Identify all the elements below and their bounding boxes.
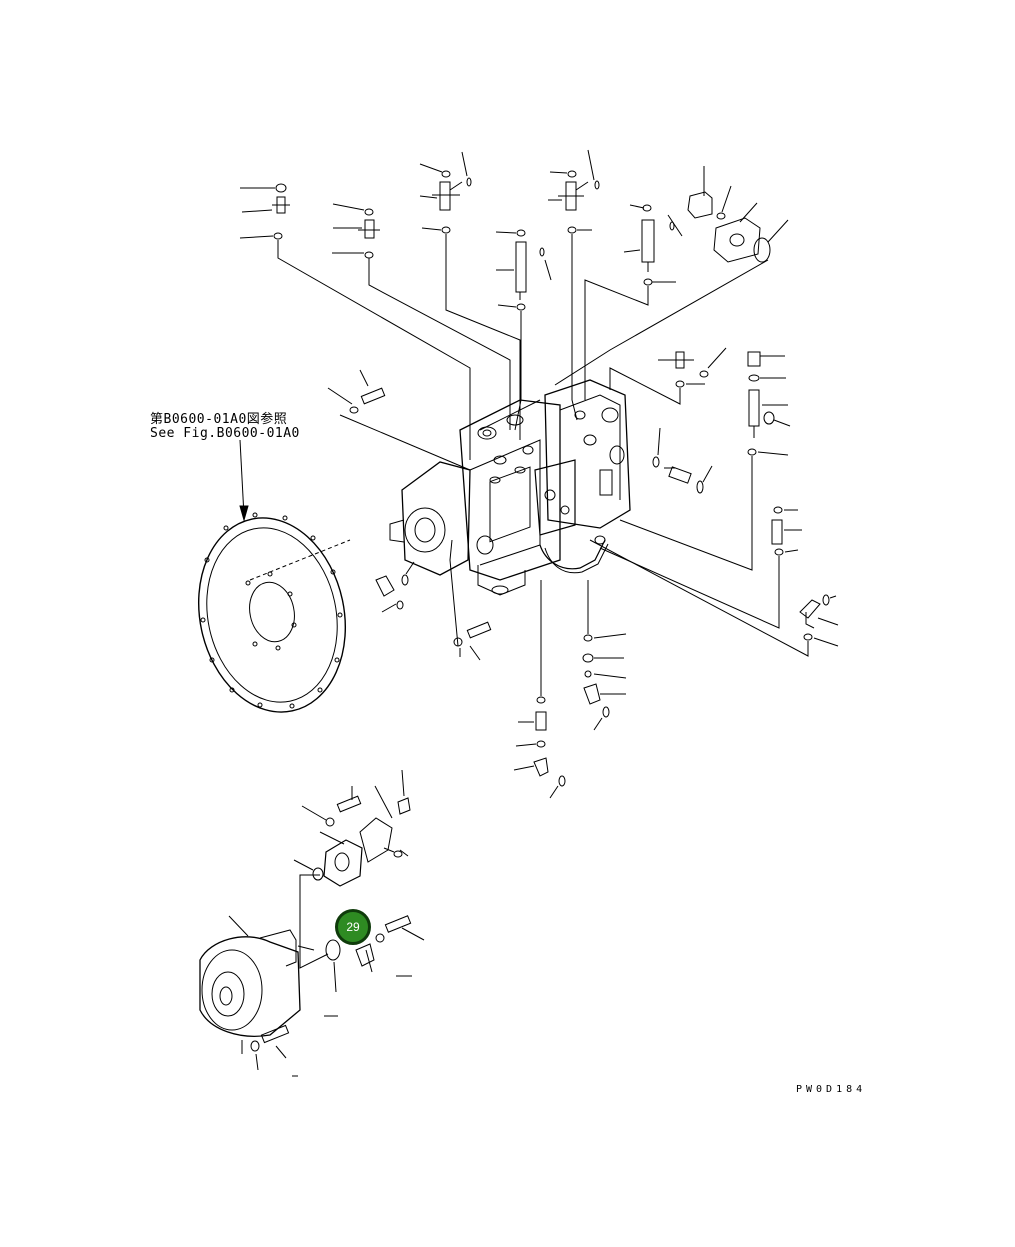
top-fittings — [239, 149, 789, 460]
drawing-id: PW0D184 — [796, 1084, 867, 1095]
bottom-center-fittings — [513, 580, 627, 799]
main-pump-assembly — [389, 379, 631, 596]
callout-marker-29[interactable]: 29 — [335, 909, 371, 945]
reference-note-japanese: 第B0600-01A0図参照 — [150, 412, 288, 427]
flywheel-coupling — [197, 439, 351, 713]
gear-pump-assembly — [199, 769, 425, 1077]
left-fittings — [327, 369, 492, 661]
callout-number: 29 — [346, 920, 360, 934]
right-fittings — [589, 347, 839, 657]
reference-note-english: See Fig.B0600-01A0 — [150, 426, 300, 441]
